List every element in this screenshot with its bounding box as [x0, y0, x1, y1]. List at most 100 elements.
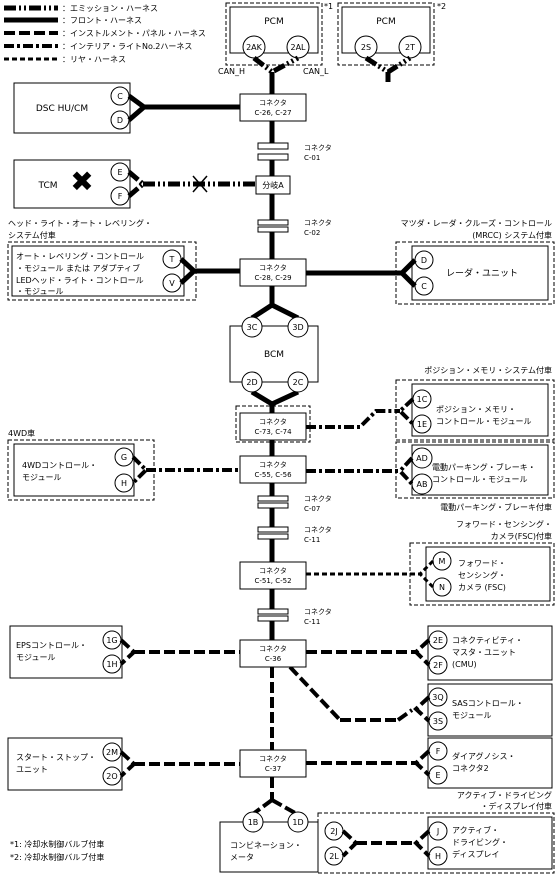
position-pin-1e: 1E	[417, 420, 427, 429]
footnote-2: *2: 冷却水制御バルブ付車	[10, 852, 104, 862]
meter-pin-2j: 2J	[330, 827, 337, 836]
meter-pin-1d: 1D	[292, 818, 303, 827]
footnote-1: *1: 冷却水制御バルブ付車	[10, 839, 104, 849]
position-caption: ポジション・メモリ・システム付車	[424, 365, 552, 375]
eps-line-1: EPSコントロール・	[16, 641, 87, 650]
tcm-disconnected-icon: ✖	[70, 165, 93, 198]
headlight-caption-1: ヘッド・ライト・オート・レベリング・	[8, 218, 152, 228]
tcm-title: TCM	[37, 181, 57, 191]
fsc-line-1: フォワード・	[458, 559, 506, 568]
meter-line-2: メータ	[230, 853, 254, 862]
cmu-line-1: コネクティビティ・	[452, 636, 523, 645]
legend-front-label: ：フロント・ハーネス	[62, 16, 142, 25]
4wd-caption: 4WD車	[8, 428, 35, 438]
mrcc-caption-1: マツダ・レーダ・クルーズ・コントロール	[401, 218, 552, 228]
trunk-front-harness	[250, 72, 300, 640]
tcm-pin-f: F	[118, 192, 123, 201]
cmu-line-2: マスタ・ユニット	[452, 648, 516, 657]
pcm-2-note: *2	[437, 2, 446, 11]
connector-c36-code: C-36	[265, 655, 282, 663]
tcm-module: TCM ✖ E F	[13, 159, 256, 209]
epb-line-2: コントロール・モジュール	[432, 475, 527, 484]
connector-c26-c27: コネクタ C-26, C-27	[239, 93, 307, 122]
4wd-pin-g: G	[121, 453, 127, 462]
connector-c01: コネクタ C-01	[257, 142, 332, 162]
eps-module: EPSコントロール・ モジュール 1G 1H	[9, 625, 240, 679]
connector-c02-title: コネクタ	[304, 218, 332, 227]
epb-line-1: 電動パーキング・ブレーキ・	[432, 462, 536, 472]
connector-c07: コネクタ C-07	[257, 494, 332, 513]
fsc-line-3: カメラ (FSC)	[458, 583, 506, 592]
eps-line-2: モジュール	[16, 653, 55, 662]
add-group-caption: アクティブ・ドライビング ・ディスプレイ付車	[457, 790, 552, 811]
headlight-line-2: ・モジュール または アダプティブ	[16, 263, 140, 273]
sas-pin-3s: 3S	[433, 717, 443, 726]
pcm-2-group: *2 PCM 2S 2T	[337, 2, 446, 82]
eps-pin-1h: 1H	[106, 660, 117, 669]
eps-pin-1g: 1G	[106, 636, 117, 645]
add-pin-h: H	[435, 852, 441, 861]
legend: ：エミッション・ハーネス ：フロント・ハーネス ：インストルメント・パネル・ハー…	[4, 4, 206, 64]
connector-c11-a: コネクタ C-11	[257, 525, 332, 544]
connector-c11a-code: C-11	[304, 536, 320, 544]
startstop-line-1: スタート・ストップ・	[16, 753, 96, 762]
connector-c51-c52: コネクタ C-51, C-52	[239, 561, 307, 590]
position-line-2: コントロール・モジュール	[436, 417, 531, 426]
dsc-title: DSC HU/CM	[36, 104, 88, 114]
headlight-pin-t: T	[169, 255, 175, 264]
connector-c28-title: コネクタ	[259, 263, 287, 272]
connector-c37-title: コネクタ	[259, 754, 287, 763]
connector-c73-c74: コネクタ C-73, C-74	[235, 405, 311, 443]
junction-bunki-a-label: 分岐A	[262, 180, 284, 190]
bcm-pin-3c: 3C	[247, 323, 258, 332]
diag-line-2: コネクタ2	[452, 764, 489, 773]
dsc-hu-cm-module: DSC HU/CM C D	[13, 82, 240, 134]
bcm-title: BCM	[264, 350, 284, 360]
headlight-line-3: LEDヘッド・ライト・コントロール	[16, 276, 144, 285]
position-pin-1c: 1C	[417, 395, 428, 404]
connector-c11b-code: C-11	[304, 618, 320, 626]
connector-c28-code: C-28, C-29	[254, 274, 291, 282]
dsc-pin-c: C	[117, 92, 123, 101]
connector-c51-title: コネクタ	[259, 566, 287, 575]
add-pin-j: J	[436, 827, 439, 836]
bcm-pin-3d: 3D	[292, 323, 303, 332]
headlight-pin-v: V	[169, 279, 175, 288]
4wd-group: 4WD車 4WDコントロール・ モジュール G H	[7, 428, 240, 501]
bcm-module: BCM 3C 3D 2D 2C	[229, 316, 319, 393]
epb-pin-ab: AB	[417, 480, 428, 489]
pcm-1-note: *1	[324, 2, 333, 11]
cmu-module: コネクティビティ・ マスタ・ユニット (CMU) 2E 2F	[306, 625, 553, 681]
pcm-2-pin-2t-label: 2T	[405, 43, 415, 52]
connector-c02-code: C-02	[304, 229, 320, 237]
pcm-1-pin-2al-label: 2AL	[290, 43, 306, 52]
pcm-2-dashed-frame	[337, 2, 435, 66]
legend-emission-label: ：エミッション・ハーネス	[62, 4, 158, 13]
position-memory-group: ポジション・メモリ・システム付車 ポジション・メモリ・ コントロール・モジュール…	[306, 365, 555, 441]
radar-pin-c: C	[421, 282, 427, 291]
connector-c26-title: コネクタ	[259, 98, 287, 107]
diag-pin-f: F	[436, 747, 441, 756]
fsc-pin-m: M	[439, 557, 446, 566]
start-stop-unit: スタート・ストップ・ ユニット 2M 2O	[7, 737, 240, 791]
fsc-pin-n: N	[439, 583, 445, 592]
sas-line-2: モジュール	[452, 711, 491, 720]
diagnosis-connector: ダイアグノシス・ コネクタ2 F E	[306, 737, 553, 789]
epb-group: 電動パーキング・ブレーキ・ コントロール・モジュール AD AB 電動パーキング…	[306, 441, 555, 512]
cmu-line-3: (CMU)	[452, 660, 477, 669]
mrcc-caption-2: (MRCC) システム付車	[472, 230, 552, 240]
sas-pin-3q: 3Q	[432, 693, 443, 702]
connector-c55-title: コネクタ	[259, 460, 287, 469]
junction-bunki-a: 分岐A	[255, 175, 291, 195]
4wd-line-2: モジュール	[22, 473, 61, 482]
radar-pin-d: D	[421, 256, 427, 265]
legend-rear-label: ：リヤ・ハーネス	[62, 55, 126, 64]
add-caption-2: ・ディスプレイ付車	[481, 801, 552, 811]
pcm-1-group: *1 PCM 2AK 2AL CAN_H CAN_L	[218, 2, 333, 76]
legend-instrument-label: ：インストルメント・パネル・ハーネス	[62, 29, 206, 38]
fsc-caption-2: カメラ(FSC)付車	[491, 531, 552, 541]
startstop-pin-2m: 2M	[106, 748, 118, 757]
connector-c55-c56: コネクタ C-55, C-56	[239, 455, 307, 484]
cmu-pin-2f: 2F	[433, 661, 443, 670]
